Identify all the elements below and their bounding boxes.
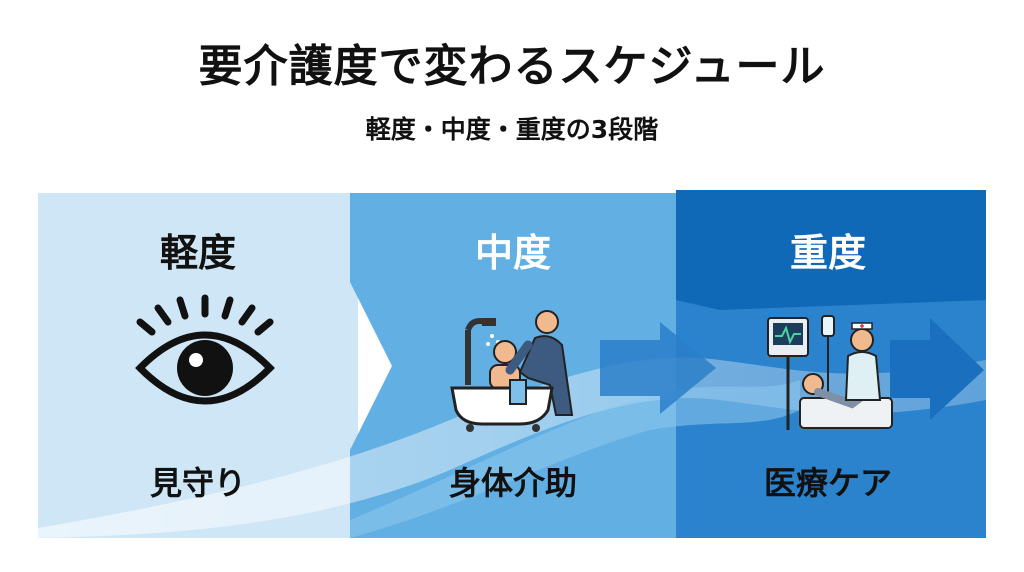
medical-care-icon [767, 315, 893, 430]
stage-name-light: 軽度 [159, 231, 236, 275]
page-subtitle: 軽度・中度・重度の3段階 [365, 115, 659, 144]
stage-name-medium: 中度 [474, 231, 551, 275]
flow-ribbon-light [350, 380, 800, 538]
stage-desc-severe: 医療ケア [763, 464, 892, 502]
stage-desc-light: 見守り [149, 464, 246, 502]
bath-assist-icon [450, 310, 574, 432]
stage-name-severe: 重度 [789, 231, 866, 275]
stage-severe-header-band [676, 190, 986, 310]
eye-icon [135, 294, 275, 405]
page-title: 要介護度で変わるスケジュール [198, 41, 826, 92]
stage-desc-medium: 身体介助 [448, 464, 577, 502]
arrow-to-severe [600, 322, 716, 414]
arrow-right-end [890, 318, 984, 420]
